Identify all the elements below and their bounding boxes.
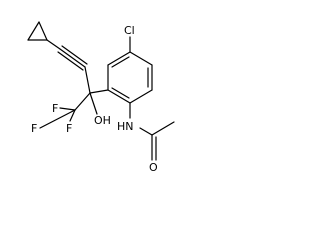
bond <box>107 89 131 104</box>
bond <box>38 21 48 41</box>
benzene-ring <box>107 51 153 104</box>
bond <box>59 48 86 68</box>
bond <box>84 66 91 94</box>
atom-cl: Cl <box>124 24 135 37</box>
bond <box>89 92 98 115</box>
bond <box>89 89 109 94</box>
bond <box>61 45 88 65</box>
atom-f: F <box>31 122 37 135</box>
structure-diagram: Cl OH HN O F F F <box>0 0 199 183</box>
bond <box>151 121 175 136</box>
bond <box>111 56 130 68</box>
bond <box>46 39 61 50</box>
bond <box>27 21 40 41</box>
atom-f: F <box>66 122 72 135</box>
bond <box>74 92 91 111</box>
bond <box>139 127 153 136</box>
bond <box>59 107 76 111</box>
bond <box>69 109 76 122</box>
atom-f: F <box>52 102 58 115</box>
bond <box>129 89 153 104</box>
bond <box>111 87 130 99</box>
atom-o: O <box>149 161 158 174</box>
bond <box>129 51 153 66</box>
atom-oh: OH <box>94 114 111 127</box>
molecule-drawing: Cl OH HN O F F F <box>27 21 175 174</box>
atom-nh: HN <box>117 120 134 133</box>
alkyne-triple-bond <box>57 45 88 71</box>
cyclopropyl-ring <box>27 21 48 41</box>
bond <box>107 51 131 66</box>
bond <box>57 51 84 71</box>
bond <box>39 109 76 129</box>
